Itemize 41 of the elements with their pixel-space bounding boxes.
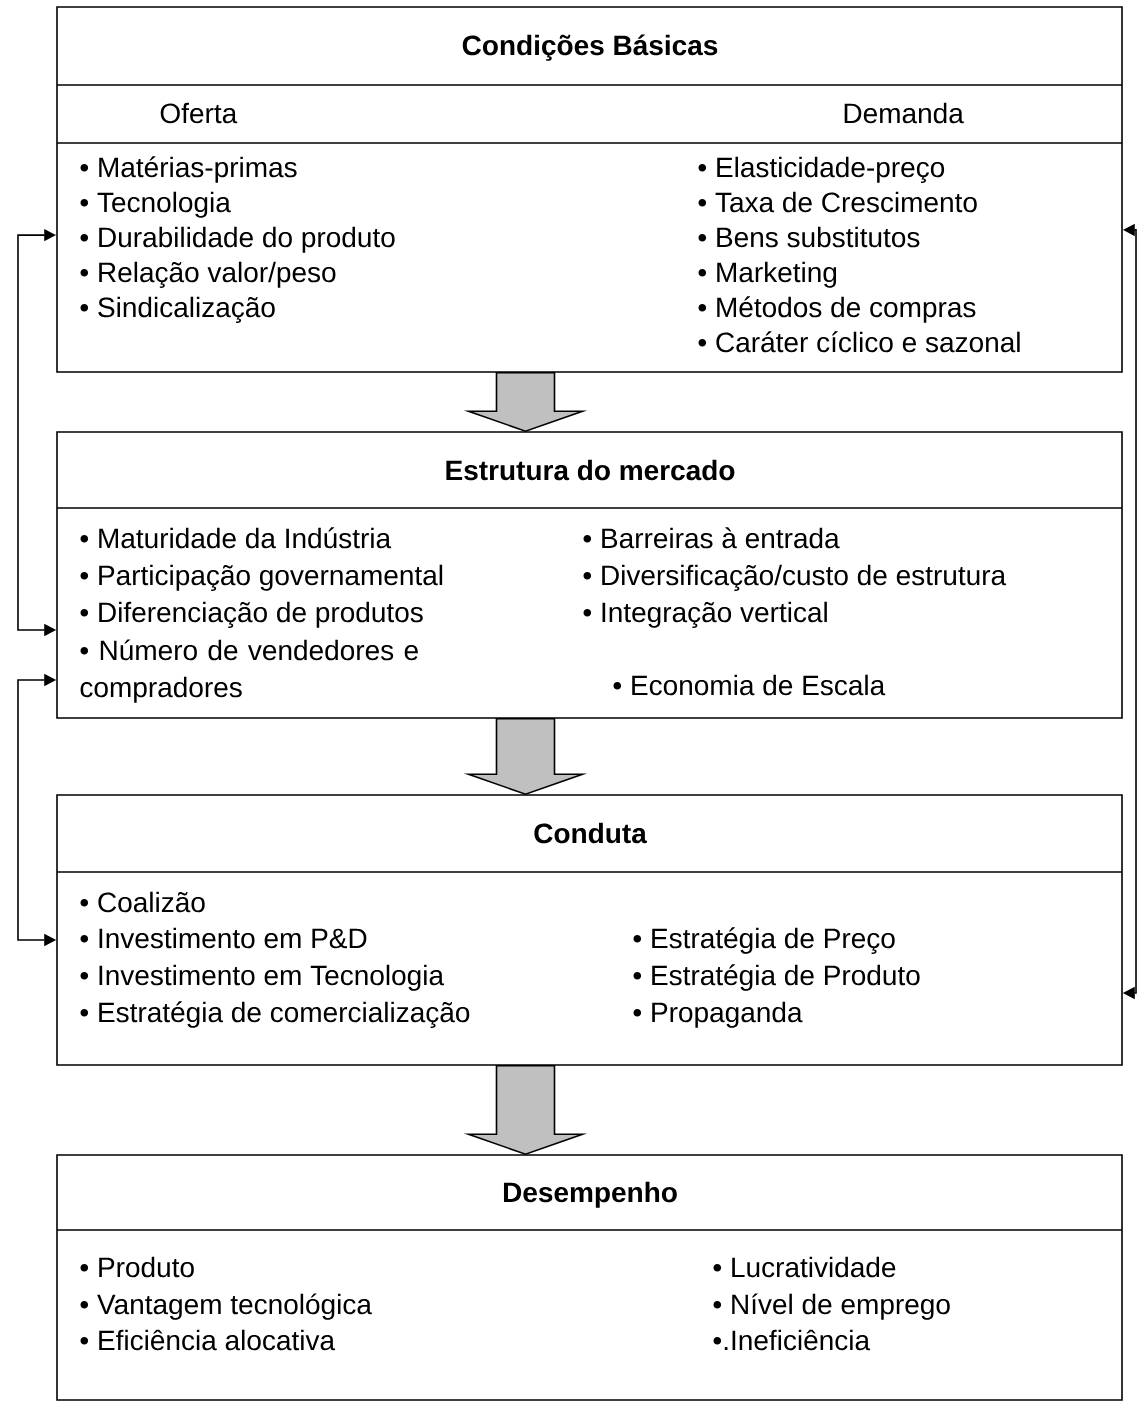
list-item: • Tecnologia (80, 191, 231, 218)
list-item: • Número de vendedores e compradores (80, 639, 418, 703)
list-item: • Métodos de compras (698, 296, 976, 323)
list-item: • Caráter cíclico e sazonal (698, 331, 1020, 353)
list-item: • Bens substitutos (698, 226, 920, 248)
heading: Conduta (534, 822, 647, 844)
list-item: • Diversificação/custo de estrutura (583, 564, 1007, 591)
list-item: • Economia de Escala (613, 674, 886, 696)
heading: Condições Básicas (462, 34, 718, 61)
list-item: • Estratégia de Preço (633, 927, 895, 954)
column-heading: Oferta (160, 102, 238, 124)
list-item: • Produto (80, 1256, 194, 1278)
list-item: • Estratégia de Produto (633, 964, 920, 991)
list-item: • Coalizão (80, 891, 205, 913)
heading: Desempenho (503, 1181, 677, 1208)
block-arrow (463, 718, 588, 796)
list-item: • Propaganda (633, 1001, 803, 1028)
list-item: • Barreiras à entrada (583, 527, 840, 549)
list-item: • Diferenciação de produtos (80, 601, 423, 628)
list-item: • Matérias-primas (80, 156, 297, 183)
list-item: • Marketing (698, 261, 837, 288)
block-arrow (463, 372, 588, 433)
heading: Estrutura do mercado (446, 459, 735, 481)
list-item: • Elasticidade-preço (698, 156, 945, 183)
list-item: • Lucratividade (713, 1256, 896, 1278)
list-item: • Eficiência alocativa (80, 1329, 336, 1351)
list-item: • Relação valor/peso (80, 261, 336, 288)
list-item: •.Ineficiência (713, 1329, 871, 1351)
list-item: • Investimento em P&D (80, 927, 367, 949)
list-item: • Nível de emprego (713, 1293, 950, 1320)
list-item: • Taxa de Crescimento (698, 191, 977, 213)
block-arrow (463, 1065, 588, 1156)
list-item: • Durabilidade do produto (80, 226, 395, 253)
list-item: • Maturidade da Indústria (80, 527, 392, 549)
list-item: • Sindicalização (80, 296, 275, 323)
list-item: • Integração vertical (583, 601, 827, 628)
list-item: • Estratégia de comercialização (80, 1001, 470, 1028)
list-item: • Investimento em Tecnologia (80, 964, 445, 991)
column-heading: Demanda (844, 102, 964, 124)
list-item: • Participação governamental (80, 564, 443, 591)
list-item: • Vantagem tecnológica (80, 1293, 372, 1320)
